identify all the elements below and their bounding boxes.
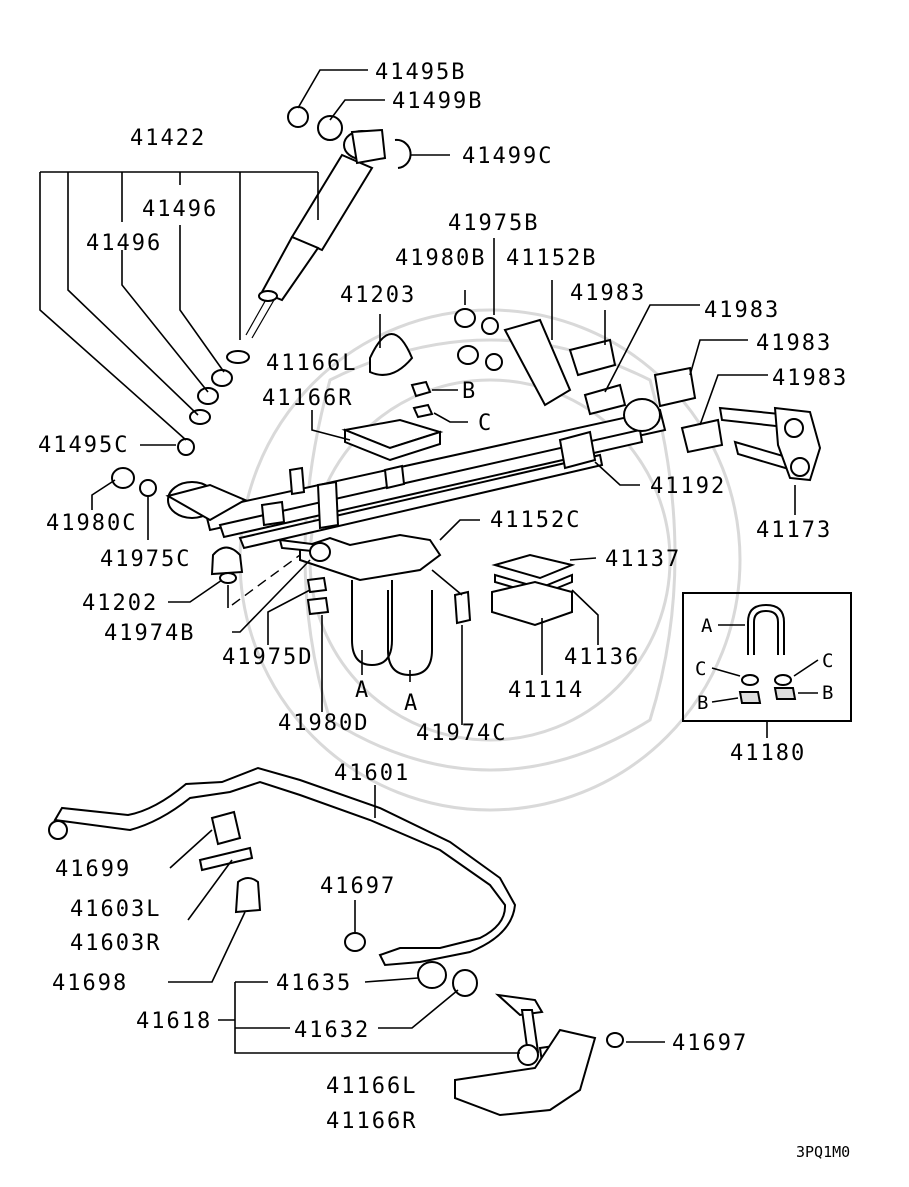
leader-lines-top bbox=[39, 69, 450, 446]
label-41975B: 41975B bbox=[448, 211, 539, 236]
label-41114: 41114 bbox=[508, 678, 584, 703]
leader-lines-left bbox=[91, 479, 301, 608]
letter-C-top: C bbox=[478, 411, 493, 436]
label-41601: 41601 bbox=[334, 761, 410, 786]
front-hanger bbox=[454, 308, 724, 454]
shock-hardware bbox=[177, 106, 412, 456]
spring-pads bbox=[491, 553, 576, 627]
label-41499C: 41499C bbox=[462, 144, 553, 169]
label-41137: 41137 bbox=[605, 547, 681, 572]
label-41180: 41180 bbox=[730, 741, 806, 766]
label-41635: 41635 bbox=[276, 971, 352, 996]
label-41980B: 41980B bbox=[395, 246, 486, 271]
label-41166L-bottom: 41166L bbox=[326, 1074, 417, 1099]
label-41603R: 41603R bbox=[70, 931, 161, 956]
label-41166R-top: 41166R bbox=[262, 386, 353, 411]
label-41495B: 41495B bbox=[375, 60, 466, 85]
label-41136: 41136 bbox=[564, 645, 640, 670]
label-41632: 41632 bbox=[294, 1018, 370, 1043]
stabilizer-bar bbox=[48, 766, 624, 1117]
leaf-spring bbox=[165, 398, 667, 550]
label-41496-a: 41496 bbox=[142, 197, 218, 222]
label-41975D: 41975D bbox=[222, 645, 313, 670]
label-41980D: 41980D bbox=[278, 711, 369, 736]
shackle bbox=[718, 406, 822, 482]
label-41422: 41422 bbox=[130, 126, 206, 151]
label-41603L: 41603L bbox=[70, 897, 161, 922]
label-41698: 41698 bbox=[52, 971, 128, 996]
label-41975C: 41975C bbox=[100, 547, 191, 572]
letter-A-right: A bbox=[404, 691, 419, 716]
leader-lines-lower bbox=[232, 519, 480, 725]
label-41699: 41699 bbox=[55, 857, 131, 882]
inset-letter-A: A bbox=[701, 615, 713, 637]
label-41697-a: 41697 bbox=[320, 874, 396, 899]
label-41983-d: 41983 bbox=[772, 366, 848, 391]
part-labels: 41495B 41499B 41499C 41422 41496 41496 4… bbox=[38, 60, 850, 1161]
inset-letter-B-left: B bbox=[697, 692, 708, 714]
label-41192: 41192 bbox=[650, 474, 726, 499]
label-41983-c: 41983 bbox=[756, 331, 832, 356]
inset-letter-B-right: B bbox=[822, 682, 833, 704]
label-41499B: 41499B bbox=[392, 89, 483, 114]
label-41983-b: 41983 bbox=[704, 298, 780, 323]
bump-stopper-group bbox=[111, 467, 244, 584]
inset-letter-C-left: C bbox=[695, 658, 706, 680]
label-41974B: 41974B bbox=[104, 621, 195, 646]
inset-box bbox=[682, 592, 852, 738]
label-41974C: 41974C bbox=[416, 721, 507, 746]
label-41496-b: 41496 bbox=[86, 231, 162, 256]
label-41697-b: 41697 bbox=[672, 1031, 748, 1056]
label-41618: 41618 bbox=[136, 1009, 212, 1034]
spring-seat-top bbox=[341, 333, 444, 462]
letter-A-left: A bbox=[355, 678, 370, 703]
label-41166R-bottom: 41166R bbox=[326, 1109, 417, 1134]
diagram-code: 3PQ1M0 bbox=[796, 1143, 850, 1161]
label-41983-a: 41983 bbox=[570, 281, 646, 306]
label-41202: 41202 bbox=[82, 591, 158, 616]
label-41173: 41173 bbox=[756, 518, 832, 543]
label-41495C: 41495C bbox=[38, 433, 129, 458]
shock-absorber bbox=[245, 128, 387, 339]
label-41166L-top: 41166L bbox=[266, 351, 357, 376]
label-41203: 41203 bbox=[340, 283, 416, 308]
inset-letter-C-right: C bbox=[822, 650, 833, 672]
leader-lines-seat bbox=[311, 314, 468, 441]
letter-B-top: B bbox=[462, 379, 477, 404]
leader-lines-hanger bbox=[464, 238, 768, 426]
spring-pad-lower bbox=[278, 533, 472, 677]
leader-lines-shackle bbox=[594, 461, 796, 515]
leader-lines-stabilizer bbox=[168, 785, 665, 1054]
leader-lines-pads bbox=[541, 557, 599, 675]
label-41152C: 41152C bbox=[490, 508, 581, 533]
label-41980C: 41980C bbox=[46, 511, 137, 536]
label-41152B: 41152B bbox=[506, 246, 597, 271]
